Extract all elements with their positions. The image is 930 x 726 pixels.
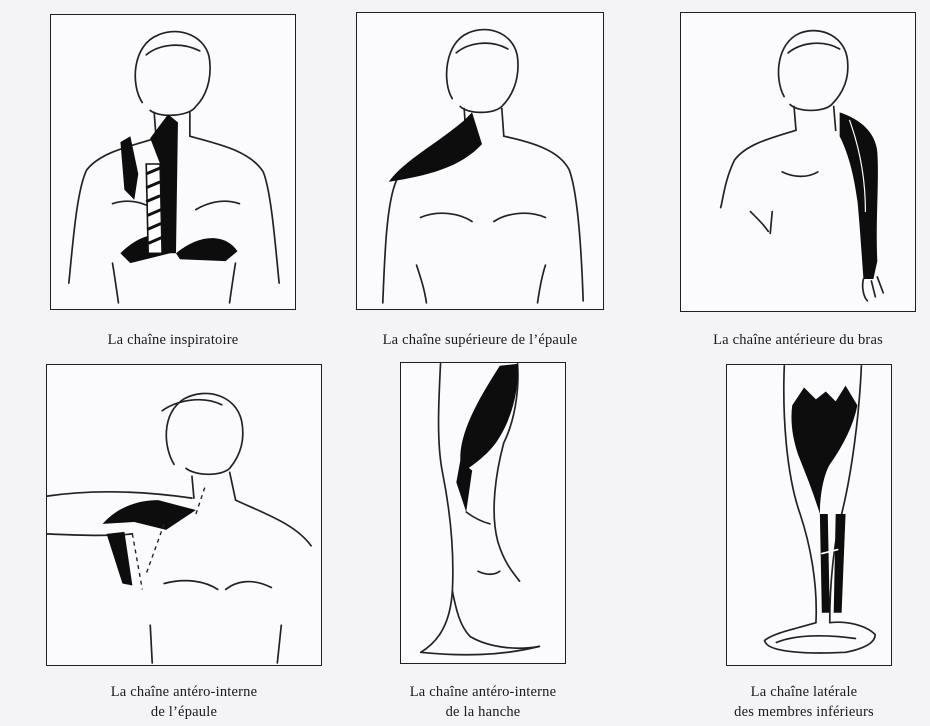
figure-anterior-arm-chain xyxy=(680,12,916,312)
figure-upper-shoulder-chain xyxy=(356,12,604,310)
leg-illustration xyxy=(727,365,891,665)
caption-anteromedial-shoulder-chain: La chaîne antéro-interne de l’épaule xyxy=(46,682,322,722)
torso-illustration xyxy=(357,13,603,309)
caption-anterior-arm-chain: La chaîne antérieure du bras xyxy=(676,330,920,350)
caption-upper-shoulder-chain: La chaîne supérieure de l’épaule xyxy=(330,330,630,350)
figure-anteromedial-shoulder-chain xyxy=(46,364,322,666)
figure-lateral-lower-limb-chain xyxy=(726,364,892,666)
leg-illustration xyxy=(401,363,565,663)
torso-illustration xyxy=(681,13,915,311)
caption-lateral-lower-limb-chain: La chaîne latérale des membres inférieur… xyxy=(680,682,928,722)
figure-inspiratory-chain xyxy=(50,14,296,310)
torso-illustration xyxy=(47,365,321,665)
caption-inspiratory-chain: La chaîne inspiratoire xyxy=(50,330,296,350)
caption-anteromedial-hip-chain: La chaîne antéro-interne de la hanche xyxy=(354,682,612,722)
figure-anteromedial-hip-chain xyxy=(400,362,566,664)
torso-illustration xyxy=(51,15,295,309)
